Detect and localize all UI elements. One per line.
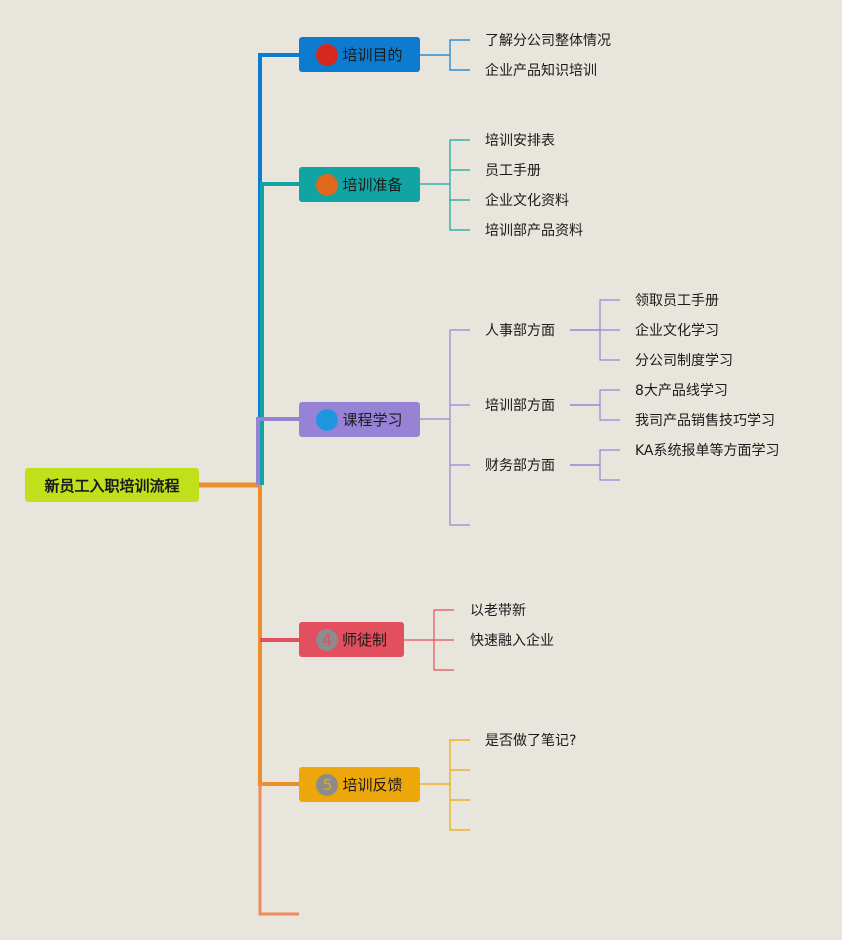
branch-1-label: 培训目的 — [342, 46, 403, 64]
branch-4-label: 师徒制 — [341, 631, 387, 649]
connector-path — [599, 389, 620, 421]
leaf-item: 快速融入企业 — [470, 633, 554, 649]
leaf-item: 企业文化资料 — [485, 193, 569, 209]
sub-branch-label: 财务部方面 — [485, 458, 555, 474]
trunk-branch-5 — [258, 485, 299, 786]
branch-5-label: 培训反馈 — [342, 776, 403, 794]
sub-branch-label: 人事部方面 — [485, 323, 555, 339]
trunk-branch-3 — [256, 417, 299, 485]
leaf-item: 培训安排表 — [485, 133, 555, 149]
number-4-badge: 4 — [315, 628, 338, 651]
trunk-tail — [258, 784, 299, 916]
leaf-item: 了解分公司整体情况 — [485, 33, 611, 49]
number-2-badge: 2 — [316, 173, 339, 196]
root-label: 新员工入职培训流程 — [44, 476, 180, 495]
sub-branch-label: 培训部方面 — [485, 398, 555, 414]
connector-path — [449, 739, 470, 831]
connector-path — [599, 449, 620, 481]
leaf-item: 培训部产品资料 — [485, 223, 583, 239]
number-3-badge: 3 — [316, 408, 339, 431]
leaf-item: 8大产品线学习 — [635, 383, 728, 399]
number-5-badge: 5 — [316, 773, 339, 796]
branch-3-label: 课程学习 — [342, 411, 403, 429]
leaf-item: KA系统报单等方面学习 — [635, 443, 780, 459]
connector-path — [449, 329, 470, 526]
leaf-item: 我司产品销售技巧学习 — [635, 413, 775, 429]
connector-path — [449, 39, 470, 71]
leaf-item: 领取员工手册 — [635, 293, 719, 309]
branch-2-label: 培训准备 — [342, 176, 403, 194]
leaf-item: 以老带新 — [470, 603, 526, 619]
leaf-item: 是否做了笔记? — [485, 733, 577, 749]
number-1-badge: 1 — [316, 43, 339, 66]
root-node[interactable]: 新员工入职培训流程 — [25, 468, 199, 502]
trunk-branch-2 — [260, 182, 299, 485]
leaf-item: 企业文化学习 — [635, 323, 719, 339]
leaf-item: 分公司制度学习 — [635, 353, 733, 369]
leaf-item: 员工手册 — [485, 163, 541, 179]
leaf-item: 企业产品知识培训 — [485, 63, 597, 79]
connector-path — [449, 139, 470, 231]
